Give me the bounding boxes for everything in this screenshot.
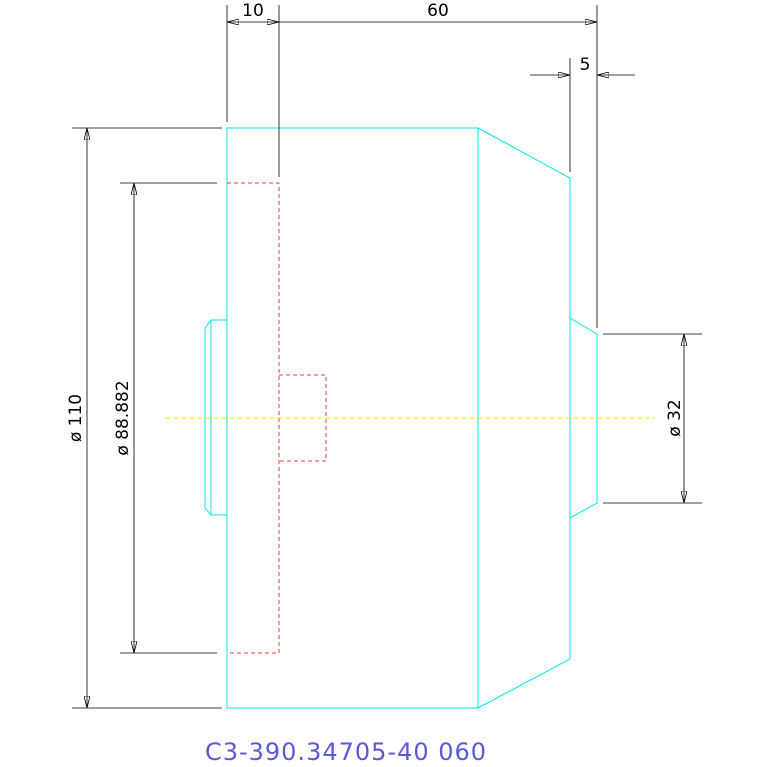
dim-bore-diameter: ø 88.882 [113,380,133,455]
dim-shaft-diameter: ø 32 [665,399,685,436]
dim-tip-length: 5 [580,55,591,75]
part-number-label: C3-390.34705-40 060 [205,738,487,766]
dim-outer-diameter: ø 110 [66,394,86,442]
shaft-tip [569,317,598,519]
tapered-section [477,127,571,709]
dimension-lines [72,5,702,709]
dim-flange-width: 10 [242,1,264,21]
dim-overall-length: 60 [427,1,449,21]
